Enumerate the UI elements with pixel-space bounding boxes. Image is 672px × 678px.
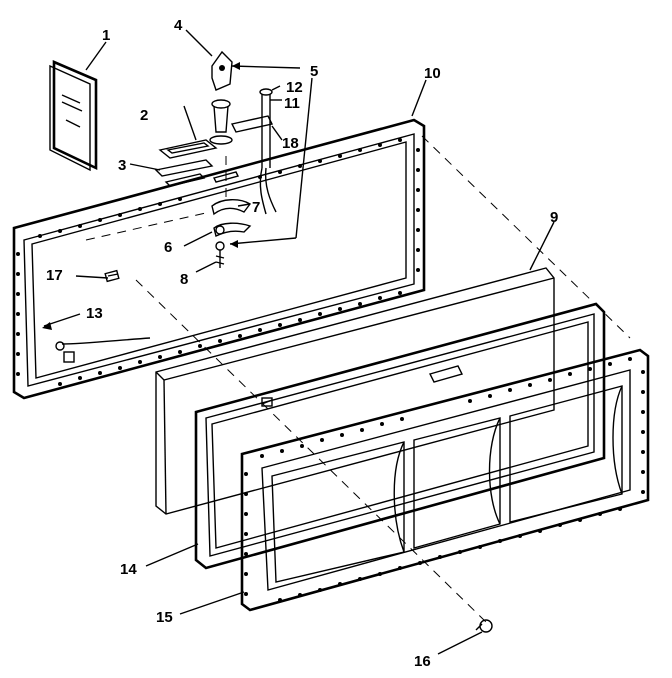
part-10-door-liner [12,118,426,400]
part-11-12-latch-shaft [230,88,277,215]
callout-1: 1 [102,27,110,44]
callout-16: 16 [414,653,431,670]
part-7-keeper [211,199,252,216]
callout-2: 2 [140,107,148,124]
callout-14: 14 [120,561,137,578]
part-2-trim-plate [158,139,218,159]
callout-9: 9 [550,209,558,226]
part-14-gasket-frame [194,302,606,570]
callout-8: 8 [180,271,188,288]
callout-labels: 1 2 3 4 5 6 7 8 9 10 11 12 13 14 15 16 1… [46,17,558,670]
callout-7: 7 [252,199,260,216]
callout-5: 5 [310,63,318,80]
part-8-screw [215,241,225,268]
part-9-insulation-block [155,267,555,515]
part-16-screw [475,619,493,633]
part-3-gasket-plate [154,159,214,177]
leader-lines [42,29,555,655]
callout-12: 12 [286,79,303,96]
callout-15: 15 [156,609,173,626]
callout-6: 6 [164,239,172,256]
part-15-outer-door-panel [240,348,650,612]
part-4-lock-cap [211,50,233,91]
part-17-clip [104,269,120,283]
callout-4: 4 [174,17,183,34]
callout-13: 13 [86,305,103,322]
part-6-latch-catch [213,222,252,238]
alignment-lines [85,135,631,623]
callout-10: 10 [424,65,441,82]
part-1-instruction-card [49,60,98,172]
callout-18: 18 [282,135,299,152]
liner-holes [16,138,420,386]
door-panel-holes [244,357,645,602]
lock-cylinder [209,99,233,145]
callout-17: 17 [46,267,63,284]
callout-3: 3 [118,157,126,174]
callout-11: 11 [284,95,300,112]
